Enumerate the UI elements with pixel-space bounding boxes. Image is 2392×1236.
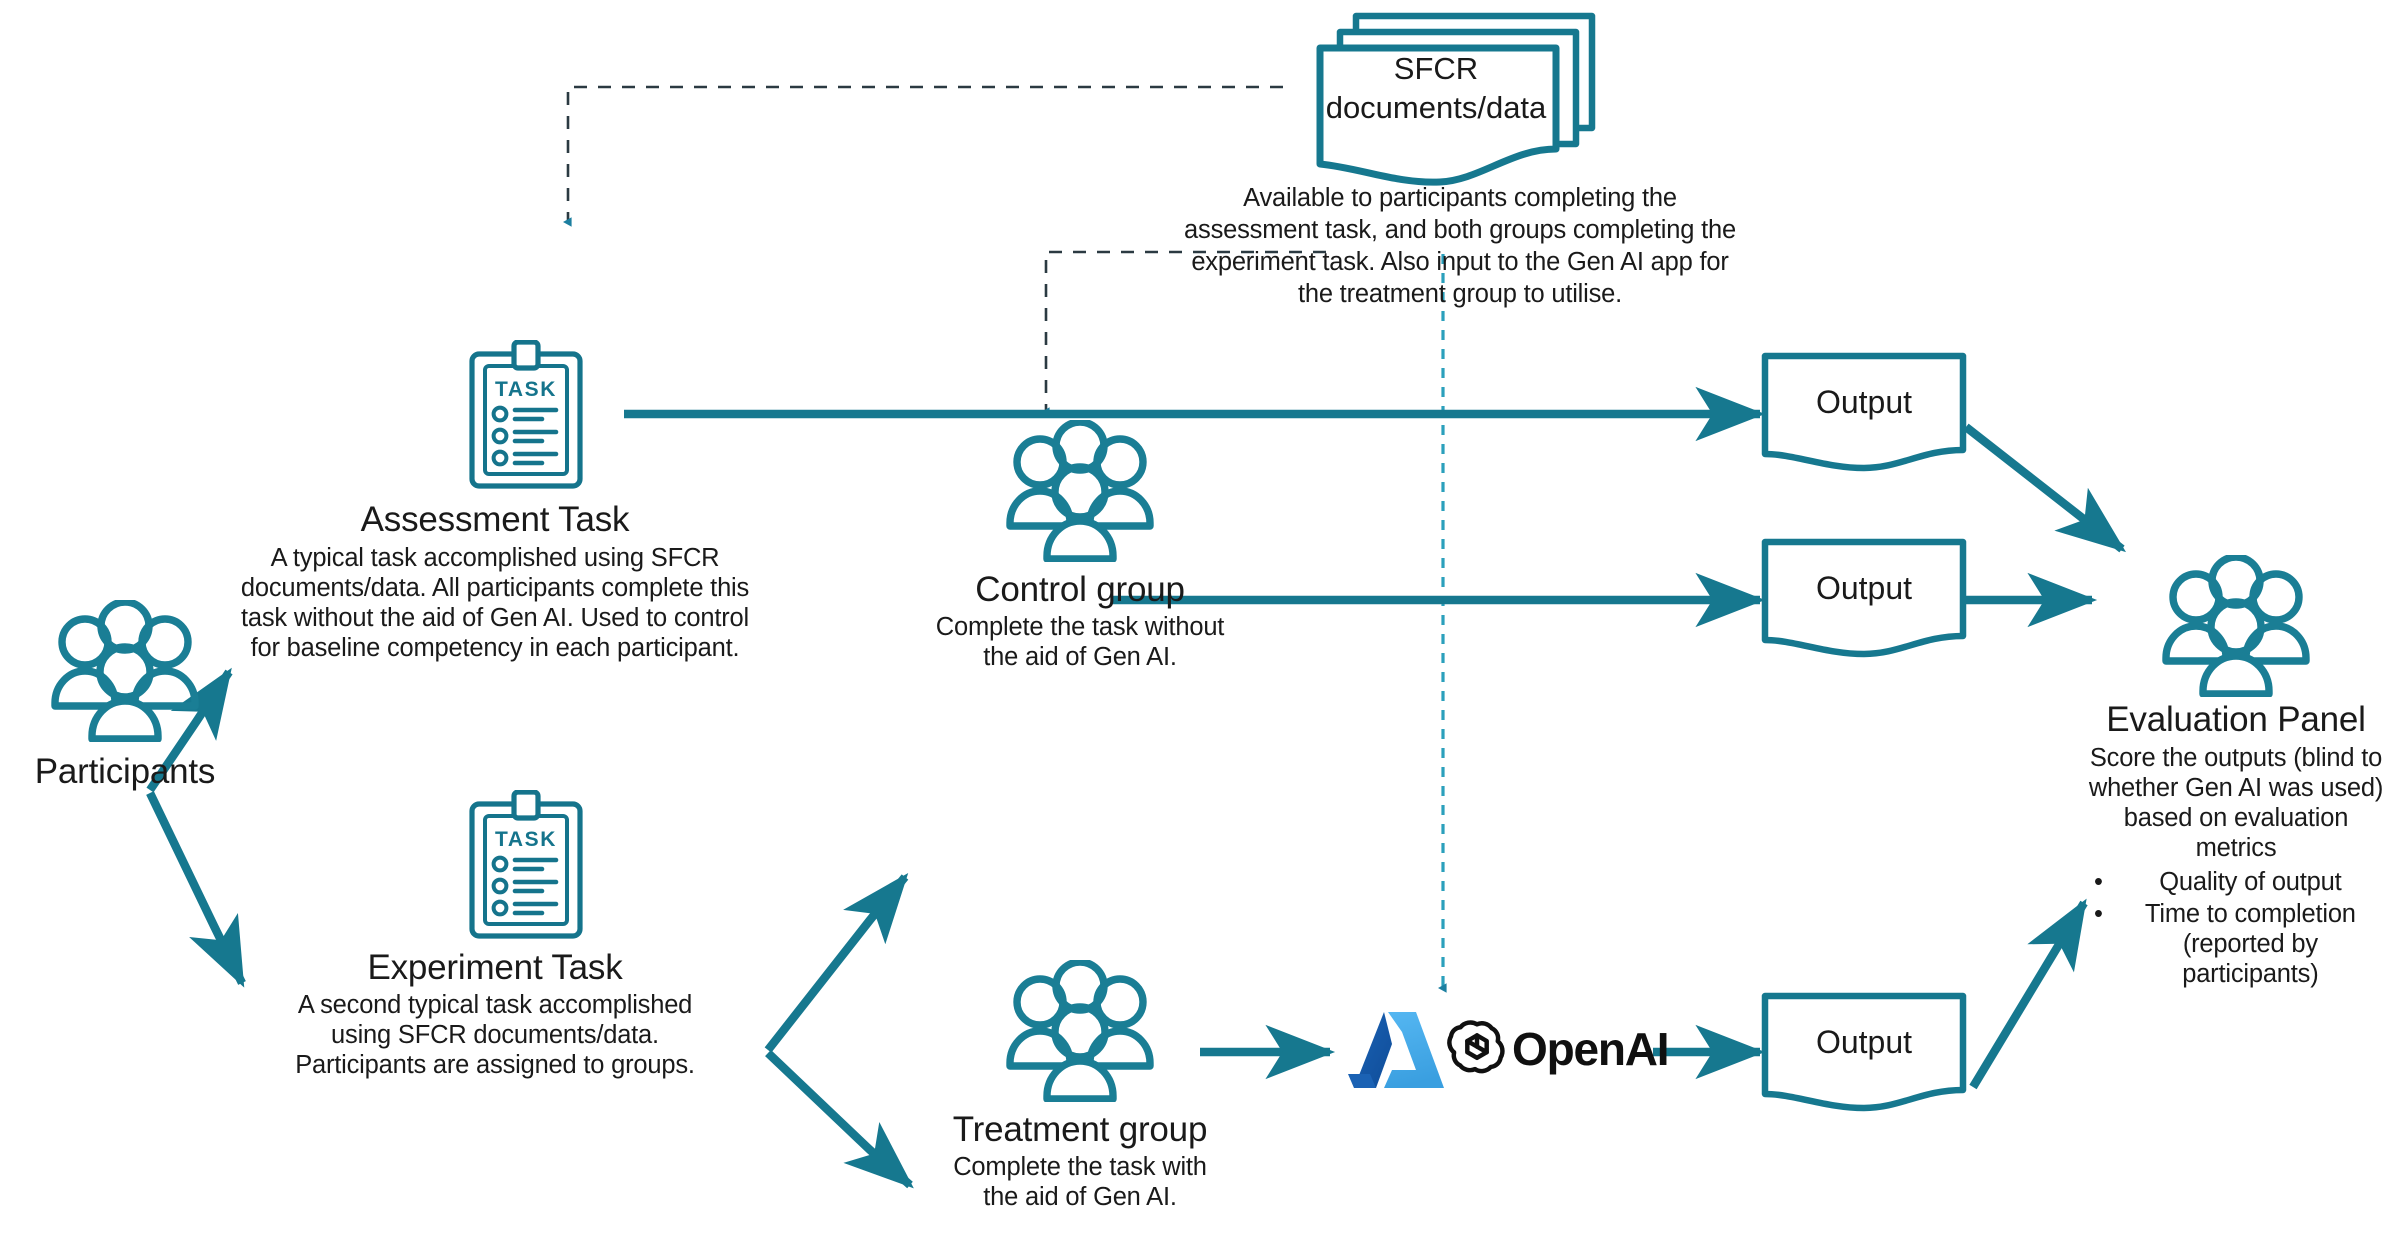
bullet-icon: •: [2094, 868, 2103, 896]
azure-logo: [1340, 1000, 1445, 1105]
document-shape-icon: [1761, 992, 1967, 1112]
sfcr-documents-node: SFCR documents/data: [1280, 8, 1680, 198]
output-label: Output: [1815, 384, 1913, 420]
arrow-output3-to-evaluation: [1969, 898, 2088, 1090]
svg-text:TASK: TASK: [495, 378, 557, 401]
evaluation-panel-title: Evaluation Panel: [2106, 700, 2366, 739]
control-group-desc: Complete the task without the aid of Gen…: [935, 613, 1225, 672]
people-group-icon: [1000, 418, 1160, 567]
output-treatment: Output: [1760, 990, 1968, 1114]
evaluation-panel-metrics: • Quality of output • Time to completion…: [2094, 867, 2384, 989]
list-item: • Time to completion (reported by partic…: [2094, 899, 2384, 989]
sfcr-caption: Available to participants completing the…: [1184, 184, 1736, 308]
gen-ai-app-node: OpenAI: [1340, 1000, 1670, 1110]
arrow-participants-to-experiment: [146, 791, 246, 988]
control-group-title: Control group: [975, 570, 1185, 609]
list-item: • Quality of output: [2094, 867, 2384, 897]
arrow-experiment-to-control: [764, 873, 909, 1053]
experiment-task-title: Experiment Task: [367, 948, 623, 987]
assessment-task-title: Assessment Task: [360, 500, 630, 539]
people-group-icon: [1000, 958, 1160, 1107]
treatment-group-desc: Complete the task with the aid of Gen AI…: [953, 1153, 1207, 1212]
people-group-icon: [45, 598, 205, 747]
bullet-icon: •: [2094, 900, 2103, 929]
sfcr-label-line1: SFCR: [1393, 51, 1479, 86]
clipboard-task-icon: TASK: [468, 339, 584, 495]
assessment-task-desc: A typical task accomplished using SFCR d…: [240, 544, 750, 663]
output-label: Output: [1815, 570, 1913, 606]
openai-label: OpenAI: [1512, 1023, 1670, 1075]
experiment-task-desc: A second typical task accomplished using…: [295, 991, 695, 1080]
output-label: Output: [1815, 1024, 1913, 1060]
arrow-output1-to-evaluation: [1963, 423, 2127, 553]
evaluation-panel-desc: Score the outputs (blind to whether Gen …: [2088, 744, 2384, 863]
openai-logo: [1446, 1016, 1508, 1083]
evaluation-metric-label: Time to completion (reported by particip…: [2144, 900, 2356, 989]
stacked-documents-icon: [1316, 12, 1596, 186]
clipboard-task-icon: TASK: [468, 789, 584, 945]
participants-title: Participants: [34, 752, 216, 791]
sfcr-label-line2: documents/data: [1325, 89, 1547, 125]
document-shape-icon: [1761, 538, 1967, 658]
dashed-connector-sfcr-to-assessment: [562, 85, 1283, 227]
output-assessment: Output: [1760, 350, 1968, 474]
people-group-icon: [2156, 553, 2316, 702]
output-control: Output: [1760, 536, 1968, 660]
sfcr-documents-label: SFCR documents/data: [1316, 50, 1556, 128]
svg-text:TASK: TASK: [495, 828, 557, 851]
treatment-group-title: Treatment group: [952, 1110, 1208, 1149]
evaluation-metric-label: Quality of output: [2159, 868, 2342, 896]
document-shape-icon: [1761, 352, 1967, 472]
